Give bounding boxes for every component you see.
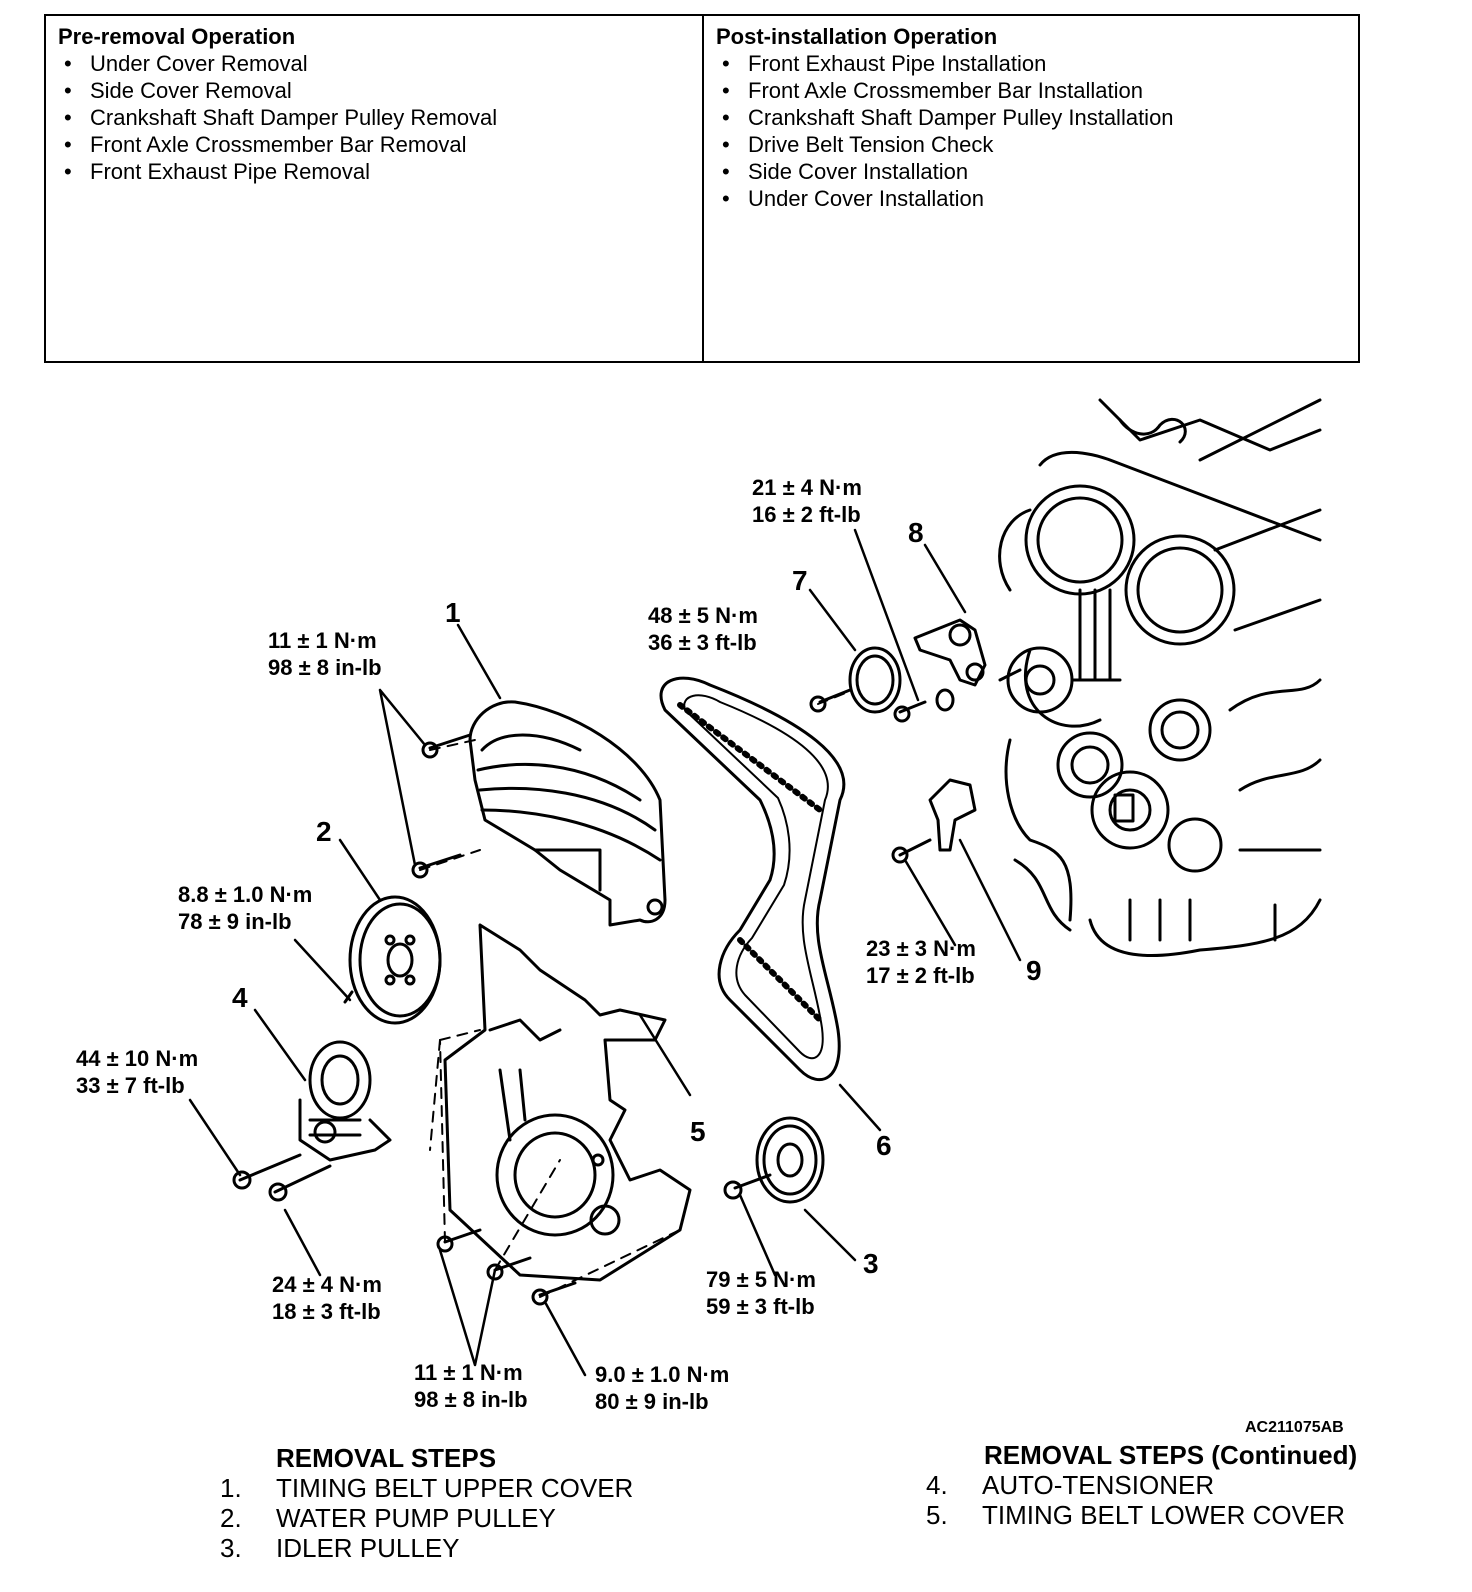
timing-belt-exploded-diagram: 21 ± 4 N·m 16 ± 2 ft-lb 48 ± 5 N·m 36 ± …: [76, 398, 1344, 1435]
figure-code: AC211075AB: [1245, 1419, 1344, 1435]
list-item: 2. WATER PUMP PULLEY: [220, 1503, 633, 1533]
post-installation-title: Post-installation Operation: [716, 24, 998, 49]
part-number-9: 9: [1026, 955, 1042, 986]
idler-pulley: [723, 1116, 825, 1204]
removal-steps-title: REMOVAL STEPS: [276, 1443, 497, 1473]
part-numbers: 1 2 3 4 5 6 7 8 9: [232, 517, 1042, 1279]
part-number-3: 3: [863, 1248, 879, 1279]
torque-label: 21 ± 4 N·m: [752, 475, 862, 500]
list-item: Front Exhaust Pipe Removal: [58, 158, 690, 185]
removal-steps-continued: REMOVAL STEPS (Continued) 4. AUTO-TENSIO…: [926, 1440, 1357, 1530]
torque-label: 9.0 ± 1.0 N·m: [595, 1362, 729, 1387]
torque-label: 11 ± 1 N·m: [268, 628, 377, 653]
part-number-5: 5: [690, 1116, 706, 1147]
tensioner-arm: [913, 618, 987, 712]
list-item: 1. TIMING BELT UPPER COVER: [220, 1473, 633, 1503]
step-label: TIMING BELT UPPER COVER: [276, 1473, 634, 1503]
step-number: 2.: [220, 1503, 242, 1533]
bolts: [411, 733, 577, 1306]
pre-removal-title: Pre-removal Operation: [58, 24, 296, 49]
torque-label: 36 ± 3 ft-lb: [648, 630, 757, 655]
torque-label: 98 ± 8 in-lb: [268, 655, 382, 680]
list-item: Under Cover Removal: [58, 50, 690, 77]
timing-belt-lower-cover: [443, 923, 692, 1282]
part-number-6: 6: [876, 1130, 892, 1161]
sensor-bracket: [891, 778, 977, 864]
step-label: IDLER PULLEY: [276, 1533, 460, 1563]
list-item: Crankshaft Shaft Damper Pulley Removal: [58, 104, 690, 131]
removal-steps-continued-title: REMOVAL STEPS (Continued): [984, 1440, 1358, 1470]
step-number: 1.: [220, 1473, 242, 1503]
step-label: AUTO-TENSIONER: [982, 1470, 1215, 1500]
torque-label: 17 ± 2 ft-lb: [866, 963, 975, 988]
list-item: Under Cover Installation: [716, 185, 1346, 212]
alignment-lines: [419, 691, 849, 1298]
list-item: Side Cover Removal: [58, 77, 690, 104]
timing-belt-upper-cover: [468, 700, 667, 927]
timing-belt: [659, 676, 846, 1081]
water-pump-pulley: [343, 895, 442, 1025]
post-installation-list: Front Exhaust Pipe Installation Front Ax…: [716, 50, 1346, 212]
operations-table: Pre-removal Operation Under Cover Remova…: [44, 14, 1360, 363]
pre-removal-list: Under Cover Removal Side Cover Removal C…: [58, 50, 690, 185]
list-item: Side Cover Installation: [716, 158, 1346, 185]
part-number-2: 2: [316, 816, 332, 847]
part-number-7: 7: [792, 565, 808, 596]
pre-removal-section: Pre-removal Operation Under Cover Remova…: [46, 16, 702, 361]
post-installation-section: Post-installation Operation Front Exhaus…: [702, 16, 1358, 361]
removal-steps: REMOVAL STEPS 1. TIMING BELT UPPER COVER…: [220, 1443, 633, 1563]
torque-label: 18 ± 3 ft-lb: [272, 1299, 381, 1324]
list-item: 4. AUTO-TENSIONER: [926, 1470, 1357, 1500]
tensioner-pulley: [809, 646, 927, 723]
engine-block: [998, 398, 1322, 958]
torque-label: 48 ± 5 N·m: [648, 603, 758, 628]
torque-label: 23 ± 3 N·m: [866, 936, 976, 961]
torque-callouts: 21 ± 4 N·m 16 ± 2 ft-lb 48 ± 5 N·m 36 ± …: [76, 475, 976, 1414]
part-number-8: 8: [908, 517, 924, 548]
torque-label: 78 ± 9 in-lb: [178, 909, 292, 934]
list-item: Front Axle Crossmember Bar Installation: [716, 77, 1346, 104]
step-number: 4.: [926, 1470, 948, 1500]
torque-label: 8.8 ± 1.0 N·m: [178, 882, 312, 907]
torque-label: 44 ± 10 N·m: [76, 1046, 198, 1071]
step-number: 5.: [926, 1500, 948, 1530]
list-item: 3. IDLER PULLEY: [220, 1533, 633, 1563]
torque-label: 11 ± 1 N·m: [414, 1360, 523, 1385]
torque-label: 24 ± 4 N·m: [272, 1272, 382, 1297]
torque-label: 80 ± 9 in-lb: [595, 1389, 709, 1414]
torque-label: 16 ± 2 ft-lb: [752, 502, 861, 527]
list-item: Front Exhaust Pipe Installation: [716, 50, 1346, 77]
list-item: Front Axle Crossmember Bar Removal: [58, 131, 690, 158]
part-number-4: 4: [232, 982, 248, 1013]
torque-label: 59 ± 3 ft-lb: [706, 1294, 815, 1319]
torque-label: 98 ± 8 in-lb: [414, 1387, 528, 1412]
step-number: 3.: [220, 1533, 242, 1563]
auto-tensioner: [232, 1040, 392, 1202]
leader-lines: [188, 528, 1022, 1377]
step-label: WATER PUMP PULLEY: [276, 1503, 556, 1533]
step-label: TIMING BELT LOWER COVER: [982, 1500, 1346, 1530]
list-item: 5. TIMING BELT LOWER COVER: [926, 1500, 1357, 1530]
part-number-1: 1: [445, 597, 461, 628]
torque-label: 33 ± 7 ft-lb: [76, 1073, 185, 1098]
list-item: Crankshaft Shaft Damper Pulley Installat…: [716, 104, 1346, 131]
list-item: Drive Belt Tension Check: [716, 131, 1346, 158]
torque-label: 79 ± 5 N·m: [706, 1267, 816, 1292]
